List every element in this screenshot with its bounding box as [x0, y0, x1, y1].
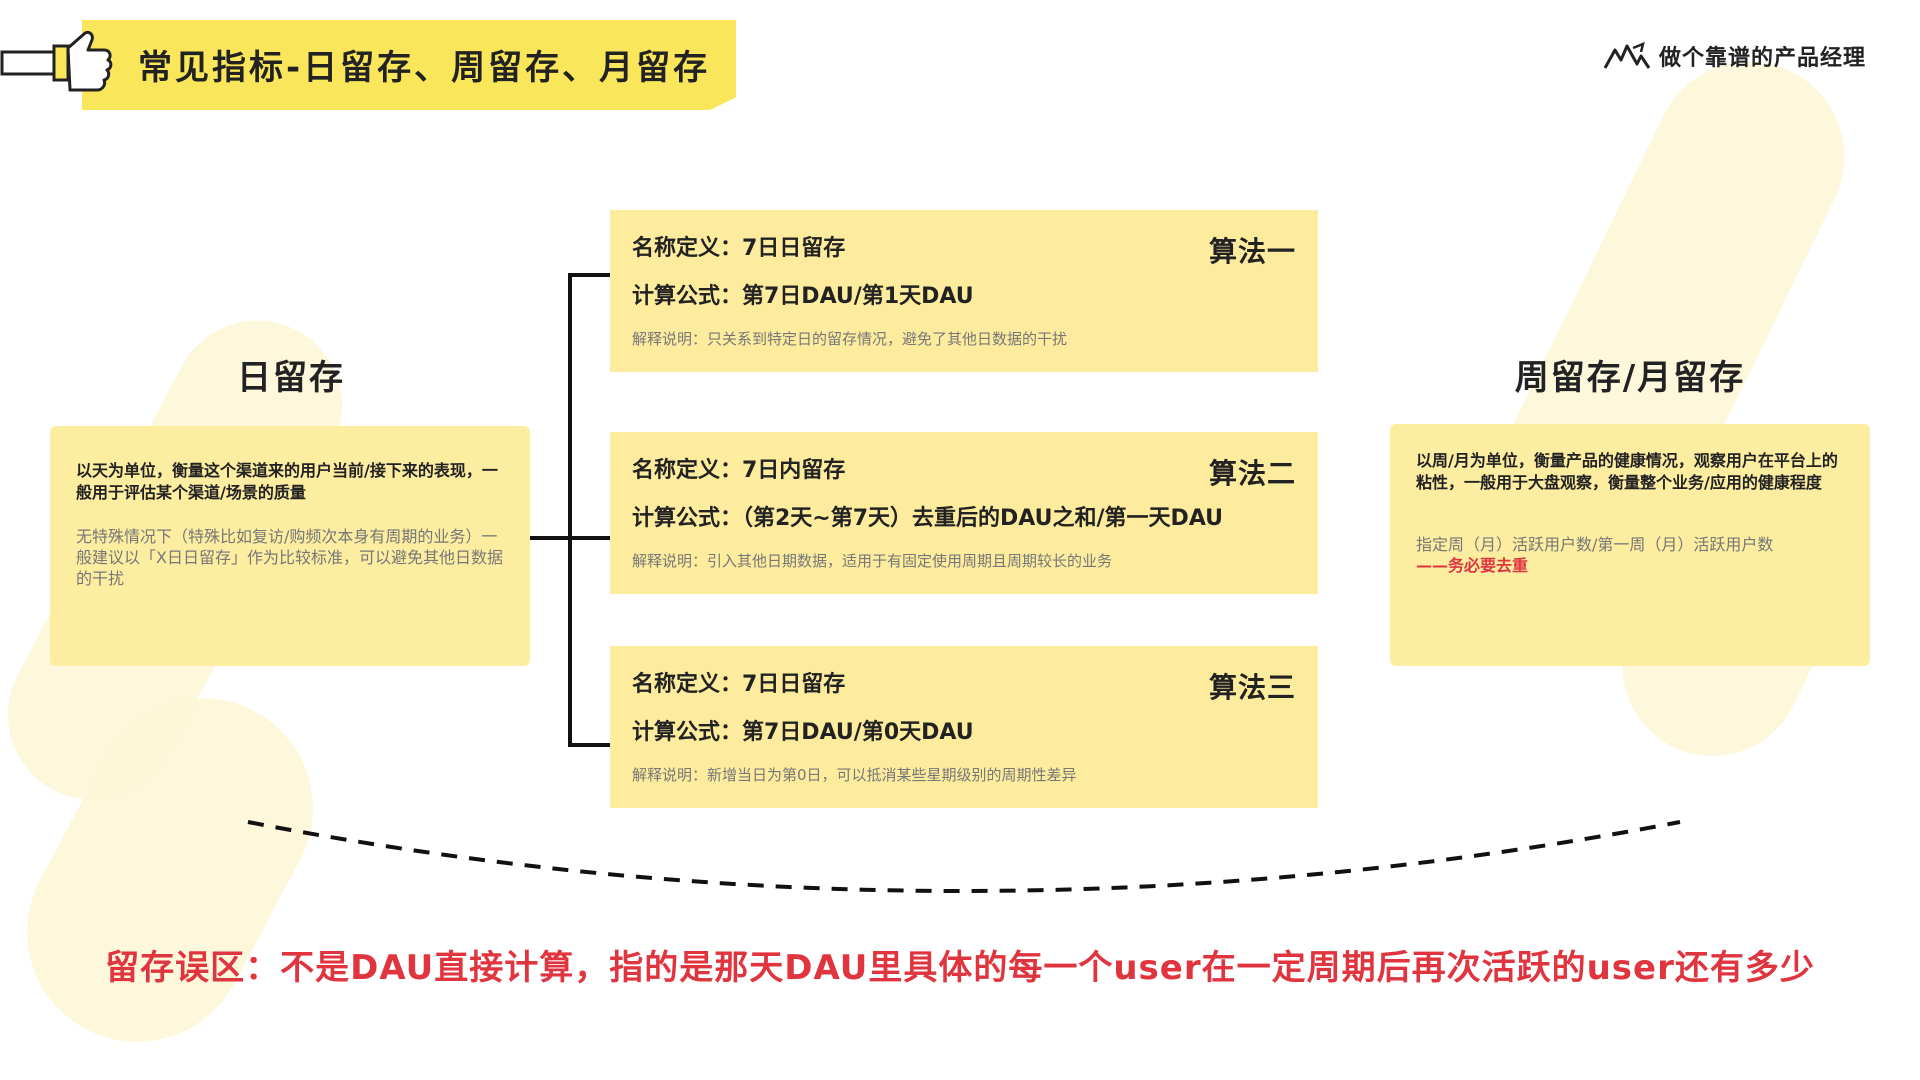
periodic-retention-card: 以周/月为单位，衡量产品的健康情况，观察用户在平台上的粘性，一般用于大盘观察，衡… — [1390, 424, 1870, 666]
daily-retention-description: 以天为单位，衡量这个渠道来的用户当前/接下来的表现，一般用于评估某个渠道/场景的… — [76, 461, 498, 502]
algorithm-2-tag: 算法二 — [1208, 457, 1296, 490]
periodic-retention-dedupe-warning: ——务必要去重 — [1416, 556, 1529, 575]
algorithm-2-formula: 计算公式：（第2天~第7天）去重后的DAU之和/第一天DAU — [632, 506, 1224, 531]
algorithm-1-tag: 算法一 — [1208, 235, 1296, 268]
algorithm-card-1: 名称定义：7日日留存 算法一 计算公式：第7日DAU/第1天DAU 解释说明：只… — [610, 210, 1318, 372]
algorithm-3-tag: 算法三 — [1208, 671, 1296, 704]
daily-retention-card: 以天为单位，衡量这个渠道来的用户当前/接下来的表现，一般用于评估某个渠道/场景的… — [50, 426, 530, 666]
page-title: 常见指标-日留存、周留存、月留存 — [138, 47, 711, 88]
daily-retention-note: 无特殊情况下（特殊比如复访/购频次本身有周期的业务）一般建议以「X日日留存」作为… — [76, 527, 503, 588]
retention-misconception-statement: 留存误区：不是DAU直接计算，指的是那天DAU里具体的每一个user在一定周期后… — [105, 948, 1815, 988]
daily-retention-heading: 日留存 — [237, 358, 345, 398]
algorithm-3-name: 名称定义：7日日留存 — [632, 672, 846, 697]
periodic-retention-description: 以周/月为单位，衡量产品的健康情况，观察用户在平台上的粘性，一般用于大盘观察，衡… — [1416, 451, 1838, 492]
periodic-retention-heading: 周留存/月留存 — [1514, 358, 1746, 398]
algorithm-3-explain: 解释说明：新增当日为第0日，可以抵消某些星期级别的周期性差异 — [632, 766, 1077, 784]
algorithm-2-explain: 解释说明：引入其他日期数据，适用于有固定使用周期且周期较长的业务 — [632, 552, 1113, 570]
periodic-retention-note: 指定周（月）活跃用户数/第一周（月）活跃用户数 ——务必要去重 — [1416, 534, 1844, 576]
brand-logo: 做个靠谱的产品经理 — [1603, 38, 1866, 74]
algorithm-card-3: 名称定义：7日日留存 算法三 计算公式：第7日DAU/第0天DAU 解释说明：新… — [610, 646, 1318, 808]
pointing-hand-icon — [0, 30, 113, 92]
algorithm-1-name: 名称定义：7日日留存 — [632, 236, 846, 261]
header-banner — [82, 20, 736, 110]
brand-mountain-icon — [1603, 41, 1651, 69]
periodic-retention-formula: 指定周（月）活跃用户数/第一周（月）活跃用户数 — [1416, 535, 1774, 554]
algorithm-2-name: 名称定义：7日内留存 — [632, 458, 846, 483]
algorithm-1-formula: 计算公式：第7日DAU/第1天DAU — [632, 284, 974, 309]
algorithm-3-formula: 计算公式：第7日DAU/第0天DAU — [632, 720, 974, 745]
algorithm-1-explain: 解释说明：只关系到特定日的留存情况，避免了其他日数据的干扰 — [632, 330, 1068, 348]
brand-name: 做个靠谱的产品经理 — [1658, 46, 1866, 71]
algorithm-card-2: 名称定义：7日内留存 算法二 计算公式：（第2天~第7天）去重后的DAU之和/第… — [610, 432, 1318, 594]
